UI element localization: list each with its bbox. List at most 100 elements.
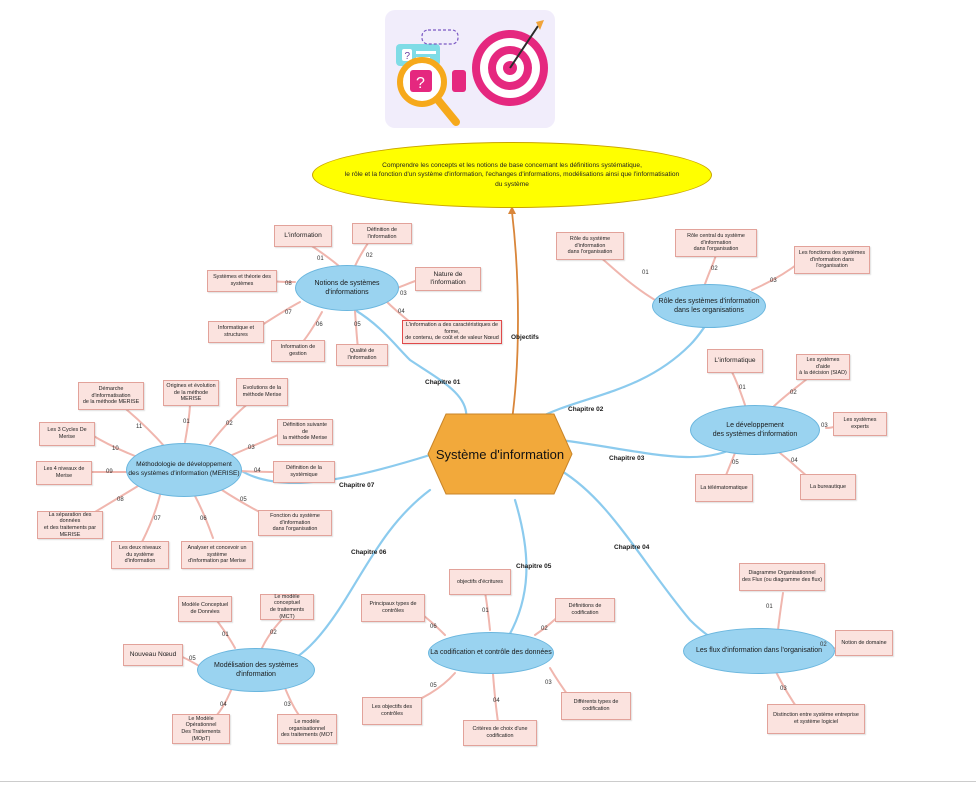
- item-number: 01: [766, 604, 773, 610]
- chapitre-04-label: Chapitre 04: [614, 544, 650, 551]
- item-number: 03: [780, 686, 787, 692]
- item-box[interactable]: Le modèle organisationnel des traitement…: [277, 714, 337, 744]
- item-number: 06: [430, 624, 437, 630]
- item-box[interactable]: Les deux niveaux du système d'informatio…: [111, 541, 169, 569]
- item-number: 06: [200, 516, 207, 522]
- item-number: 08: [285, 281, 292, 287]
- item-number: 03: [545, 680, 552, 686]
- item-number: 01: [183, 419, 190, 425]
- item-box[interactable]: Les fonctions des systèmes d'information…: [794, 246, 870, 274]
- item-number: 11: [136, 424, 143, 430]
- item-box[interactable]: objectifs d'écritures: [449, 569, 511, 595]
- item-box[interactable]: Les 4 niveaux de Merise: [36, 461, 92, 485]
- item-number: 02: [711, 266, 718, 272]
- item-box[interactable]: L'information a des caractéristiques de …: [402, 320, 502, 344]
- item-box[interactable]: Nouveau Nœud: [123, 644, 183, 666]
- topic-role-systemes[interactable]: Rôle des systèmes d'information dans les…: [652, 284, 766, 328]
- item-number: 07: [285, 310, 292, 316]
- item-number: 01: [222, 632, 229, 638]
- item-number: 03: [770, 278, 777, 284]
- target-with-magnifier-question-icon: ? ?: [385, 10, 555, 128]
- item-number: 02: [820, 642, 827, 648]
- item-number: 10: [112, 446, 119, 452]
- objectifs-label: Objectifs: [511, 334, 539, 341]
- item-box[interactable]: Le modèle conceptuel de traitements (MCT…: [260, 594, 314, 620]
- item-number: 04: [493, 698, 500, 704]
- item-number: 04: [220, 702, 227, 708]
- branch-chapitre-07: [238, 453, 432, 484]
- item-box[interactable]: Rôle central du système d'information da…: [675, 229, 757, 257]
- item-box[interactable]: Systèmes et théorie des systèmes: [207, 270, 277, 292]
- branch-chapitre-02: [533, 318, 712, 422]
- item-number: 05: [240, 497, 247, 503]
- item-box[interactable]: Définitions de codification: [555, 598, 615, 622]
- chapitre-05-label: Chapitre 05: [516, 563, 552, 570]
- item-number: 03: [400, 291, 407, 297]
- svg-text:?: ?: [405, 51, 411, 62]
- item-box[interactable]: Informatique et structures: [208, 321, 264, 343]
- item-box[interactable]: Principaux types de contrôles: [361, 594, 425, 622]
- item-box[interactable]: Différents types de codification: [561, 692, 631, 720]
- item-box[interactable]: L'information: [274, 225, 332, 247]
- item-box[interactable]: Information de gestion: [271, 340, 325, 362]
- topic-notions-systemes[interactable]: Notions de systèmes d'informations: [295, 265, 399, 311]
- branch-objectifs: [511, 211, 519, 421]
- chapitre-01-label: Chapitre 01: [425, 379, 461, 386]
- item-box[interactable]: Notion de domaine: [835, 630, 893, 656]
- item-box[interactable]: Diagramme Organisationnel des Flux (ou d…: [739, 563, 825, 591]
- item-number: 01: [317, 256, 324, 262]
- item-box[interactable]: Définition suivante de la méthode Merise: [277, 419, 333, 445]
- item-number: 02: [541, 626, 548, 632]
- item-box[interactable]: Fonction du système d'information dans l…: [258, 510, 332, 536]
- item-box[interactable]: Définition de la systémique: [273, 461, 335, 483]
- item-box[interactable]: Rôle du système d'information dans l'org…: [556, 232, 624, 260]
- item-box[interactable]: Les systèmes d'aide à la décision (SIAD): [796, 354, 850, 380]
- objective-ellipse[interactable]: Comprendre les concepts et les notions d…: [312, 142, 712, 208]
- item-number: 02: [366, 253, 373, 259]
- item-box[interactable]: Nature de l'information: [415, 267, 481, 291]
- bottom-divider: [0, 781, 976, 782]
- item-box[interactable]: Démarche d'informatisation de la méthode…: [78, 382, 144, 410]
- item-box[interactable]: Les systèmes experts: [833, 412, 887, 436]
- item-box[interactable]: Distinction entre système entreprise et …: [767, 704, 865, 734]
- item-box[interactable]: La séparation des données et des traitem…: [37, 511, 103, 539]
- item-number: 05: [430, 683, 437, 689]
- item-number: 07: [154, 516, 161, 522]
- item-box[interactable]: Analyser et concevoir un système d'infor…: [181, 541, 253, 569]
- topic-flux-information[interactable]: Les flux d'information dans l'organisati…: [683, 628, 835, 674]
- item-number: 04: [791, 458, 798, 464]
- item-box[interactable]: La télématomatique: [695, 474, 753, 502]
- topic-modelisation-systemes[interactable]: Modélisation des systèmes d'information: [197, 648, 315, 692]
- item-number: 04: [254, 468, 261, 474]
- topic-codification-controle[interactable]: La codification et contrôle des données: [428, 632, 554, 674]
- item-number: 05: [354, 322, 361, 328]
- item-number: 03: [284, 702, 291, 708]
- item-box[interactable]: La bureautique: [800, 474, 856, 500]
- center-node-label[interactable]: Système d'information: [435, 446, 565, 462]
- item-number: 02: [790, 390, 797, 396]
- item-number: 02: [226, 421, 233, 427]
- item-box[interactable]: Définition de l'information: [352, 223, 412, 244]
- item-box[interactable]: Qualité de l'information: [336, 344, 388, 366]
- svg-text:?: ?: [416, 75, 425, 92]
- item-number: 02: [270, 630, 277, 636]
- item-box[interactable]: L'informatique: [707, 349, 763, 373]
- topic-developpement-systemes[interactable]: Le développement des systèmes d'informat…: [690, 405, 820, 455]
- item-number: 04: [398, 309, 405, 315]
- topic-methodologie-merise[interactable]: Méthodologie de développement des systèm…: [126, 443, 242, 497]
- chapitre-07-label: Chapitre 07: [339, 482, 375, 489]
- chapitre-06-label: Chapitre 06: [351, 549, 387, 556]
- item-box[interactable]: Le Modèle Opérationnel Des Traitements (…: [172, 714, 230, 744]
- center-hexagon-shape: [427, 413, 573, 495]
- item-box[interactable]: Origines et évolution de la méthode MERI…: [163, 380, 219, 406]
- item-number: 01: [642, 270, 649, 276]
- item-box[interactable]: Critères de choix d'une codification: [463, 720, 537, 746]
- item-box[interactable]: Evolutions de la méthode Merise: [236, 378, 288, 406]
- item-box[interactable]: Les objectifs des contrôles: [362, 697, 422, 725]
- item-box[interactable]: Modèle Conceptuel de Données: [178, 596, 232, 622]
- chapitre-02-label: Chapitre 02: [568, 406, 604, 413]
- item-number: 05: [732, 460, 739, 466]
- item-box[interactable]: Les 3 Cycles De Merise: [39, 422, 95, 446]
- arrow-up-icon: [508, 206, 516, 214]
